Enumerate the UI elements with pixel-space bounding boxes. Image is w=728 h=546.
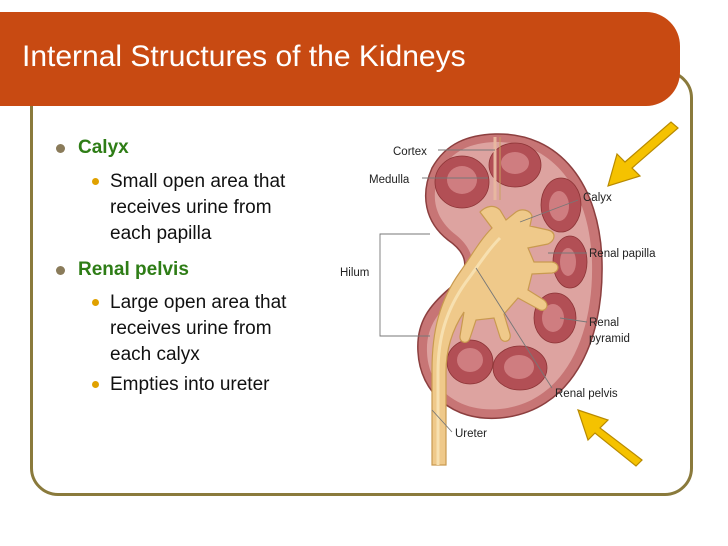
calyx-description-line: receives urine from [110,197,272,218]
calyx-description-line: each papilla [110,223,212,244]
label-renal-papilla: Renal papilla [589,248,656,260]
calyx-description-line: Small open area that [110,171,286,192]
label-cortex: Cortex [393,146,427,158]
label-medulla: Medulla [369,174,410,186]
label-hilum: Hilum [340,267,369,279]
arrow-down-left-icon [607,121,679,187]
label-ureter: Ureter [455,428,487,440]
bullet-dot [56,266,65,275]
bullet-renal-pelvis-heading: Renal pelvis [78,259,189,280]
label-calyx: Calyx [583,192,612,204]
pelvis-description-line: receives urine from [110,318,272,339]
calyx-description: Small open area that receives urine from… [110,169,285,247]
title-bar [0,12,680,106]
sub-bullet-dot [92,299,99,306]
label-renal-pyramid-line1: Renal [589,317,619,329]
pelvis-ureter-line: Empties into ureter [110,374,270,395]
pelvis-description-line: each calyx [110,344,200,365]
pelvis-description: Large open area that receives urine from… [110,290,286,368]
label-renal-pelvis: Renal pelvis [555,388,618,400]
arrow-up-left-icon [577,409,643,467]
renal-pelvis-and-ureter [431,205,559,466]
sub-bullet-dot [92,178,99,185]
ureter-highlight [436,236,502,465]
label-renal-pyramid-line2: pyramid [589,333,630,345]
slide-title: Internal Structures of the Kidneys [22,40,466,73]
bullet-calyx-heading: Calyx [78,137,129,158]
bullet-dot [56,144,65,153]
pelvis-description-line: Large open area that [110,292,287,313]
sub-bullet-dot [92,381,99,388]
